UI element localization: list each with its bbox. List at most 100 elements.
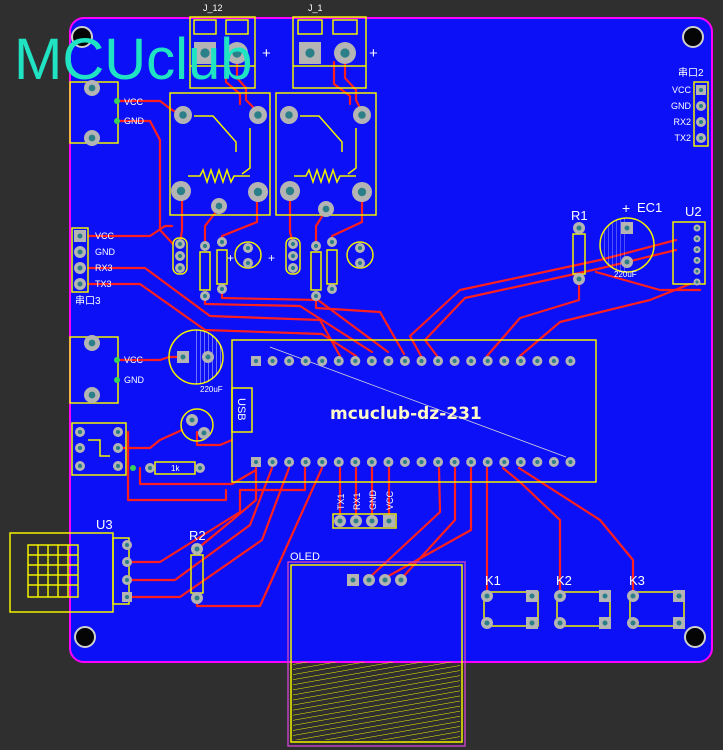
k1-label: K1: [485, 573, 501, 588]
u3-label: U3: [96, 517, 113, 532]
via: [130, 465, 136, 471]
mcu-bottom-pin-hole: [502, 459, 507, 465]
mcu-top-pin-hole: [320, 358, 325, 364]
power-mid-pad-hole: [88, 391, 96, 399]
copper-trace: [343, 58, 364, 114]
mcu-top-pin-hole: [568, 358, 573, 364]
mcu-bottom-pin-hole: [535, 459, 540, 465]
q1-outline: [172, 237, 188, 275]
copper-trace: [195, 430, 234, 447]
cap-mid-value: 220uF: [200, 385, 223, 394]
copper-trace: [125, 466, 307, 564]
oled-pad-hole: [382, 577, 388, 583]
uart2-pad-hole: [698, 135, 704, 141]
mcu-bottom-pin-hole: [336, 459, 341, 465]
copper-trace: [195, 466, 258, 551]
copper-trace: [594, 270, 702, 292]
mcu-top-pin-hole: [353, 358, 358, 364]
copper-trace: [203, 206, 221, 248]
u3-header-outline: [112, 537, 130, 605]
cap-mid-pad-hole: [205, 354, 211, 360]
logo-text: MCUclub: [14, 27, 253, 92]
uart1-pad-hole: [386, 518, 392, 524]
usb-label: USB: [235, 398, 247, 421]
uart3-title: 串口3: [75, 295, 101, 307]
copper-trace: [116, 119, 175, 246]
oled-pad-hole: [398, 577, 404, 583]
relay1-pad-hole: [254, 111, 262, 119]
labels-layer: MCUclub J_12 J_1 + + VCC GND 串口2 VCC GND…: [14, 3, 704, 588]
r2-pad-hole: [194, 595, 200, 601]
k2-pad-hole: [557, 620, 563, 626]
via: [114, 118, 120, 124]
mcu-top-pin-hole: [287, 358, 292, 364]
copper-traces: [86, 58, 702, 608]
mcu-bottom-pin-hole: [435, 459, 441, 465]
j12-screw-right: [225, 19, 249, 35]
uart3-pad-hole: [77, 249, 83, 255]
k2-label: K2: [556, 573, 572, 588]
uart3-pin-2: GND: [95, 247, 116, 257]
copper-trace: [332, 60, 352, 106]
relay1-pad-hole: [215, 202, 223, 210]
u3-grid-lines: [28, 545, 78, 597]
oled-label: OLED: [290, 551, 320, 563]
res-1k-pad-hole: [147, 465, 153, 471]
mounting-hole: [74, 626, 96, 648]
mcu-top-pin-hole: [452, 358, 457, 364]
q1-pad-hole: [177, 265, 183, 271]
r-driver-pad-hole: [202, 243, 208, 249]
uart2-title: 串口2: [678, 67, 704, 79]
r2-label: R2: [189, 528, 206, 543]
r1-pad-hole: [576, 276, 582, 282]
copper-trace: [518, 282, 692, 358]
via: [114, 98, 120, 104]
mcu-bottom-pin-hole: [386, 459, 391, 465]
oled-keepout-outline: [287, 561, 466, 747]
usb-outline: [231, 387, 253, 433]
res-1k-pad-hole: [197, 465, 203, 471]
r-driver-pad-hole: [219, 239, 225, 245]
mcu-bottom-pin-hole: [253, 459, 259, 465]
mcu-top-pin-hole: [386, 358, 391, 364]
u2-pin-hole: [695, 269, 699, 273]
relay2-pad-hole: [357, 187, 367, 197]
q2-pad-hole: [290, 253, 296, 259]
j12-plus: +: [262, 45, 271, 62]
via: [114, 357, 120, 363]
mounting-hole: [682, 26, 704, 48]
oled-hatch-area: [293, 662, 460, 740]
mounting-hole: [684, 626, 706, 648]
uart3-pad-hole: [77, 233, 83, 239]
relay-plus-left: +: [227, 251, 234, 265]
mcu-bottom-pin-hole: [270, 459, 275, 465]
u3-pad-hole: [124, 594, 130, 600]
ec1-value: 220uF: [614, 270, 637, 279]
uart1-pin-1: TX1: [336, 493, 346, 510]
r-driver-pad-hole: [313, 293, 319, 299]
mcu-bottom-pin-hole: [469, 459, 474, 465]
uart3-pad-hole: [77, 265, 83, 271]
relay2-pad-hole: [285, 186, 295, 196]
relay1-contact-2: [241, 128, 251, 175]
mcu-bottom-pin-hole: [485, 459, 490, 465]
ec1-polarity-hatch: [600, 218, 627, 272]
r2-pad-hole: [194, 546, 200, 552]
q1-pad-hole: [177, 241, 183, 247]
j12-screw-left: [193, 19, 217, 35]
mcu-top-pin-hole: [502, 358, 507, 364]
uart2-pad-hole: [698, 103, 704, 109]
cap-mid-pad-hole: [180, 354, 186, 360]
board-title: mcuclub-dz-231: [330, 404, 482, 424]
k1-pad-hole: [529, 593, 535, 599]
pads-layer: [71, 26, 706, 648]
relay-plus-right: +: [268, 251, 275, 265]
relay2-pad-hole: [322, 205, 330, 213]
u2-pin-hole: [695, 226, 699, 230]
uart2-pad-hole: [698, 87, 704, 93]
u2-pin-hole: [695, 248, 699, 252]
copper-trace: [501, 466, 562, 598]
switch-pad-hole: [77, 445, 83, 451]
copper-trace: [485, 277, 581, 358]
